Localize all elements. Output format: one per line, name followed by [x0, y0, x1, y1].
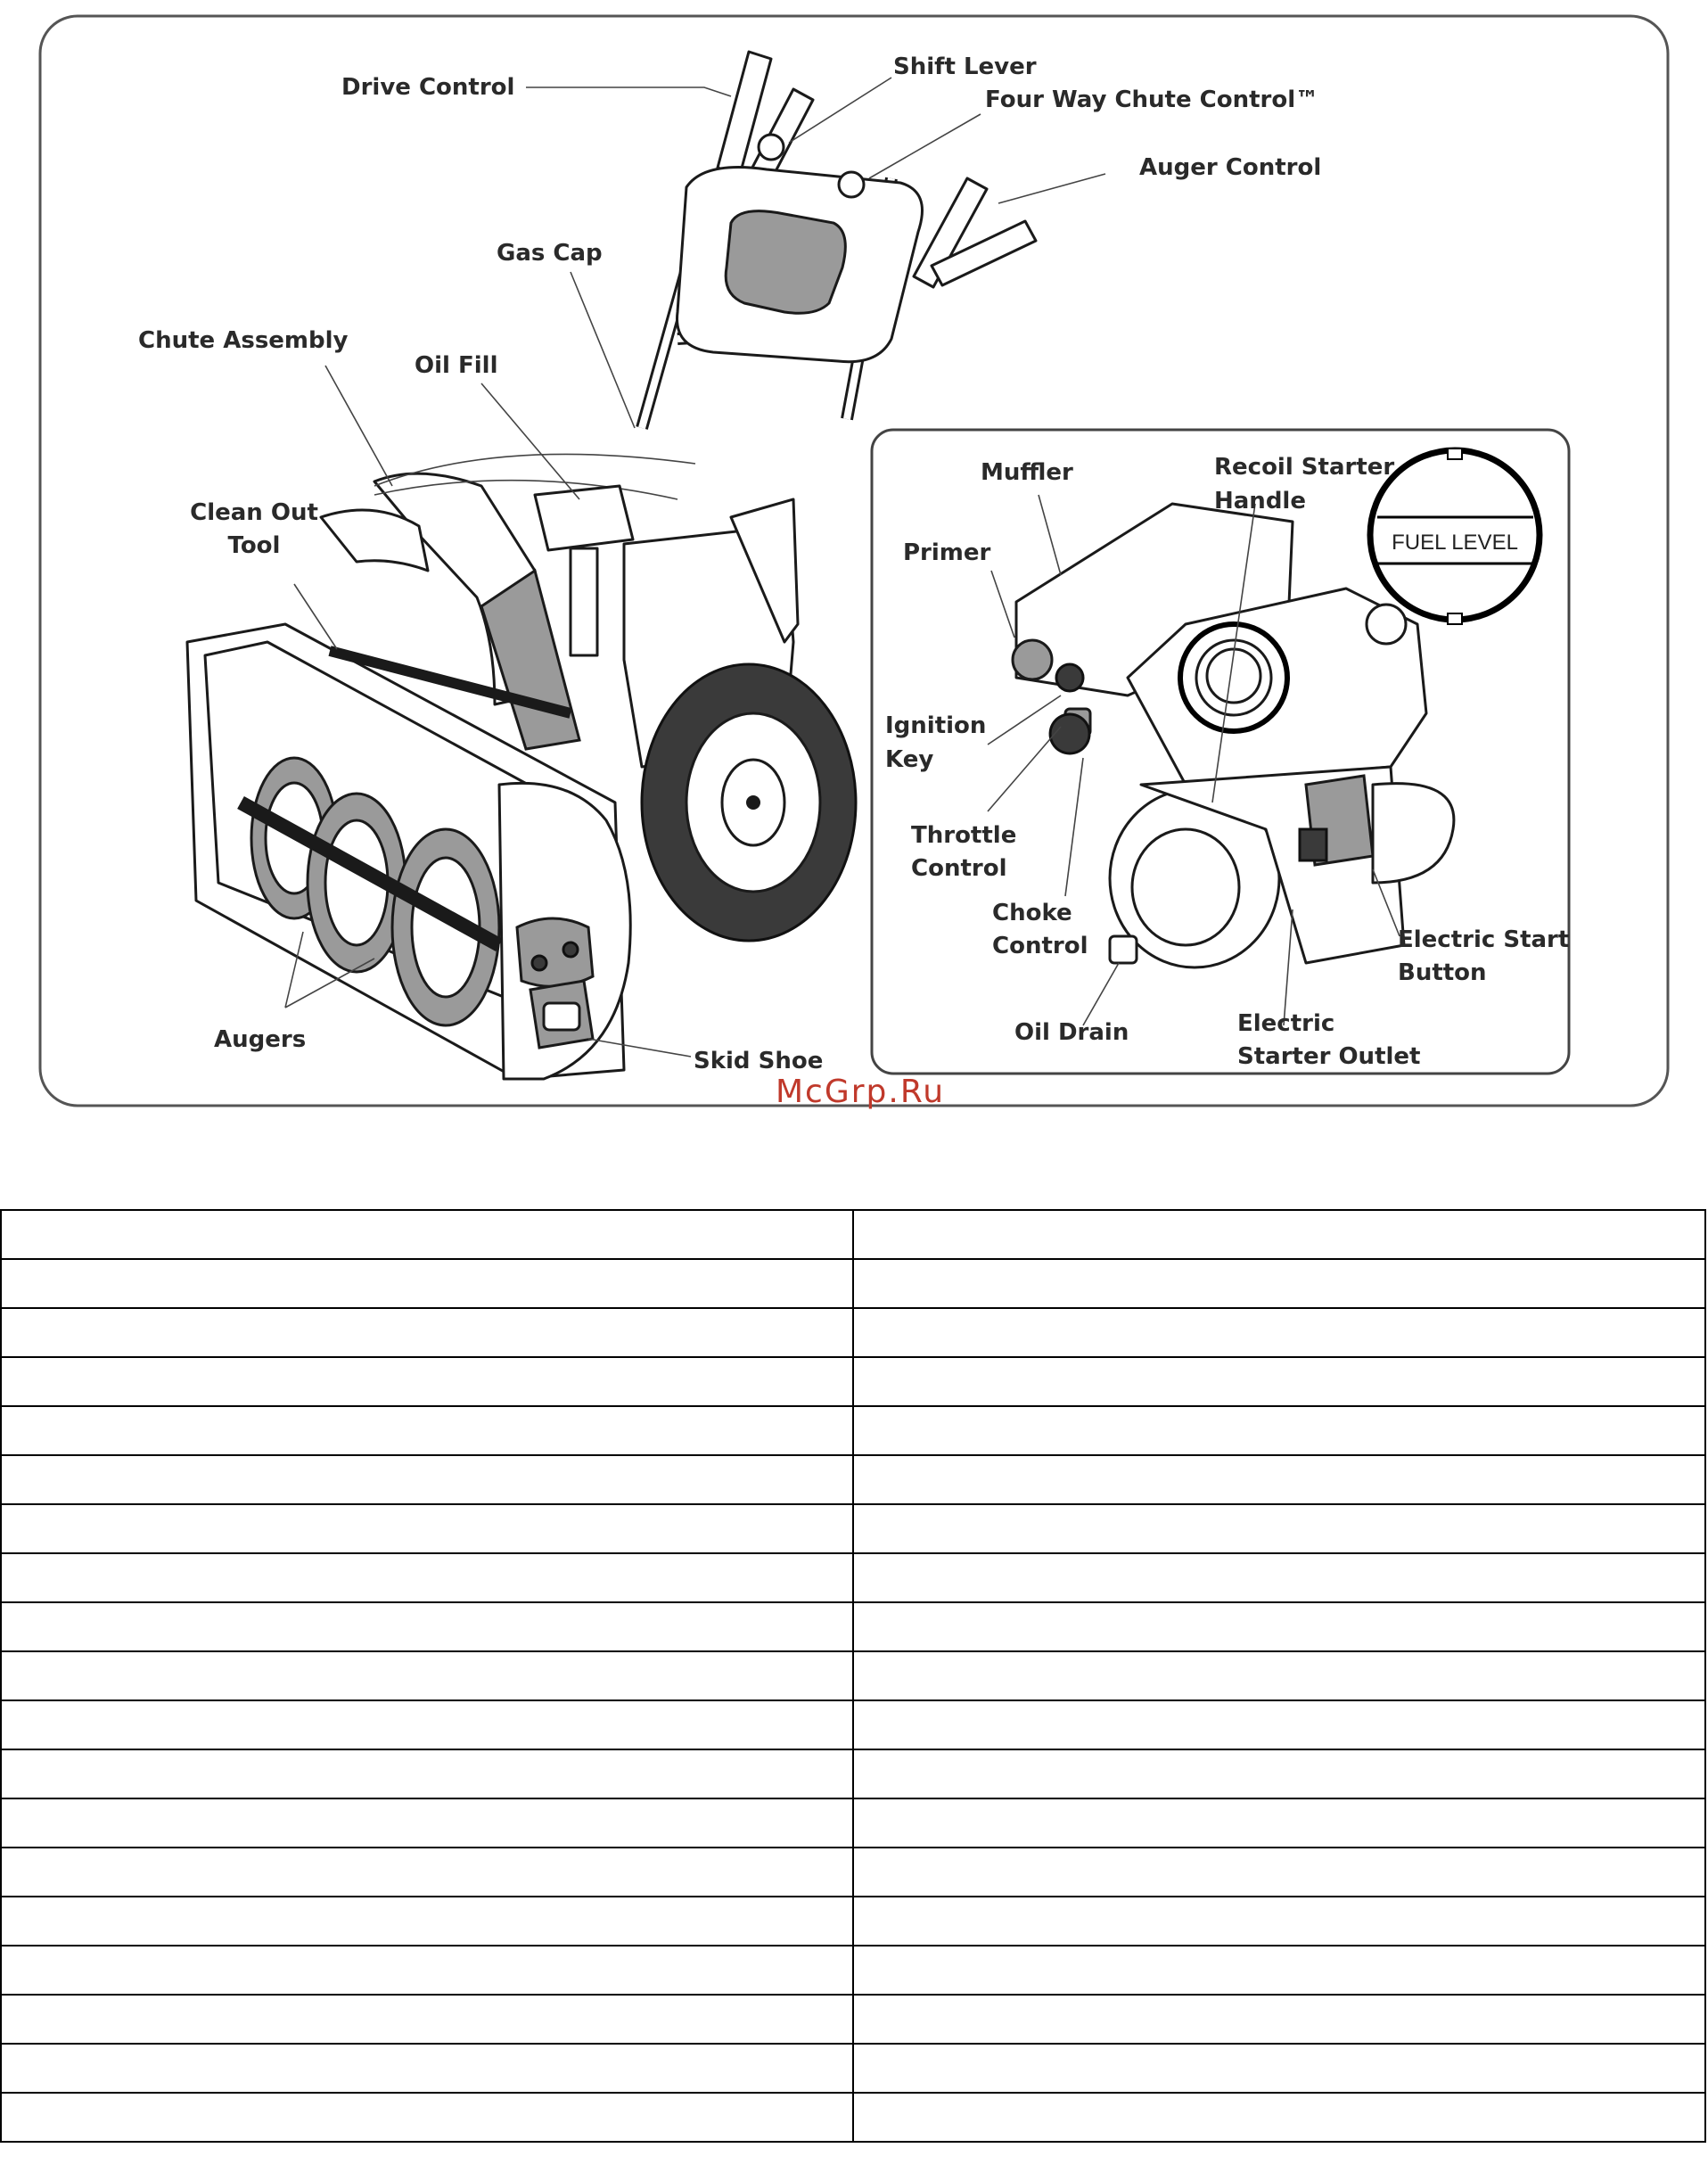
table-row [0, 1209, 1706, 1260]
table-row [0, 1552, 1706, 1603]
label-augers: Augers [214, 1026, 306, 1053]
label-gas-cap: Gas Cap [497, 240, 603, 267]
label-chute-assembly: Chute Assembly [138, 327, 349, 354]
label-electric-start-line1: Electric Start [1398, 926, 1569, 953]
label-oil-drain: Oil Drain [1014, 1019, 1129, 1046]
table-row [0, 1307, 1706, 1358]
table-cell [0, 1700, 854, 1750]
spec-table-body [0, 1209, 1706, 2143]
table-cell [852, 1847, 1706, 1897]
table-cell [0, 1209, 854, 1260]
engine-inset-frame [870, 428, 1571, 1075]
table-cell [0, 2043, 854, 2094]
fuel-level-label: FUEL LEVEL [1392, 531, 1518, 555]
table-cell [0, 1356, 854, 1407]
spec-table [0, 1209, 1706, 2143]
table-cell [852, 1503, 1706, 1554]
label-auger-control: Auger Control [1139, 154, 1321, 181]
label-oil-fill: Oil Fill [415, 352, 497, 379]
label-choke-control-line1: Choke [992, 900, 1072, 926]
table-cell [852, 1945, 1706, 1996]
label-electric-outlet-line1: Electric [1237, 1010, 1334, 1037]
table-cell [0, 1798, 854, 1848]
table-cell [852, 2043, 1706, 2094]
table-cell [0, 1454, 854, 1505]
table-cell [852, 1307, 1706, 1358]
table-cell [852, 1798, 1706, 1848]
table-cell [0, 1307, 854, 1358]
table-cell [852, 1650, 1706, 1701]
label-drive-control: Drive Control [341, 74, 514, 101]
table-cell [0, 1847, 854, 1897]
table-cell [0, 1749, 854, 1799]
table-row [0, 1700, 1706, 1750]
table-row [0, 2092, 1706, 2143]
table-cell [0, 1258, 854, 1309]
table-cell [0, 1994, 854, 2045]
label-skid-shoe: Skid Shoe [694, 1048, 823, 1074]
table-row [0, 1601, 1706, 1652]
snow-thrower-illustration [185, 50, 1038, 1081]
snow-thrower-diagram: FUEL LEVEL Drive Control Shift Lever Fou… [38, 14, 1670, 1110]
engine-illustration: FUEL LEVEL [1011, 447, 1543, 969]
table-row [0, 1258, 1706, 1309]
table-row [0, 1798, 1706, 1848]
table-cell [852, 1356, 1706, 1407]
table-cell [852, 1700, 1706, 1750]
label-throttle-control-line1: Throttle [911, 822, 1016, 849]
label-clean-out-tool-line1: Clean Out [190, 499, 318, 526]
table-row [0, 1503, 1706, 1554]
callout-leader-lines [284, 77, 1400, 1058]
table-cell [852, 1454, 1706, 1505]
table-row [0, 1847, 1706, 1897]
label-recoil-starter-line2: Handle [1214, 488, 1306, 514]
table-row [0, 1650, 1706, 1701]
table-cell [852, 1552, 1706, 1603]
label-electric-start-line2: Button [1398, 959, 1487, 986]
table-cell [0, 1650, 854, 1701]
table-cell [852, 1209, 1706, 1260]
table-row [0, 1994, 1706, 2045]
table-cell [0, 2092, 854, 2143]
label-ignition-key-line1: Ignition [885, 712, 986, 739]
table-row [0, 1945, 1706, 1996]
table-cell [0, 1896, 854, 1946]
table-cell [852, 1749, 1706, 1799]
label-muffler: Muffler [981, 459, 1073, 486]
label-four-way-chute-control: Four Way Chute Control™ [985, 86, 1318, 113]
table-cell [852, 1601, 1706, 1652]
label-shift-lever: Shift Lever [893, 53, 1037, 80]
table-row [0, 1749, 1706, 1799]
table-cell [852, 2092, 1706, 2143]
label-electric-outlet-line2: Starter Outlet [1237, 1043, 1420, 1070]
table-cell [0, 1503, 854, 1554]
diagram-frame [38, 14, 1670, 1107]
table-cell [852, 1405, 1706, 1456]
label-recoil-starter-line1: Recoil Starter [1214, 454, 1394, 481]
table-cell [0, 1552, 854, 1603]
table-cell [0, 1601, 854, 1652]
watermark: McGrp.Ru [776, 1074, 945, 1110]
table-row [0, 1896, 1706, 1946]
label-choke-control-line2: Control [992, 933, 1088, 959]
label-primer: Primer [903, 539, 991, 566]
table-cell [852, 1258, 1706, 1309]
table-cell [0, 1945, 854, 1996]
table-row [0, 1454, 1706, 1505]
table-row [0, 1356, 1706, 1407]
label-throttle-control-line2: Control [911, 855, 1006, 882]
table-row [0, 1405, 1706, 1456]
table-cell [852, 1994, 1706, 2045]
label-clean-out-tool-line2: Tool [228, 532, 281, 559]
table-cell [0, 1405, 854, 1456]
table-cell [852, 1896, 1706, 1946]
label-ignition-key-line2: Key [885, 746, 933, 773]
table-row [0, 2043, 1706, 2094]
